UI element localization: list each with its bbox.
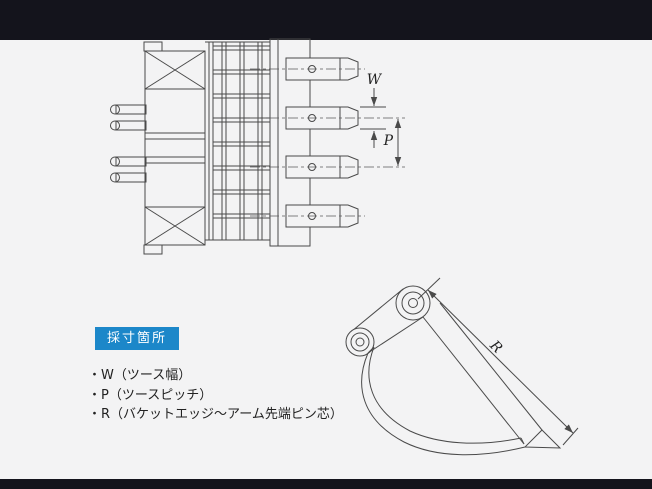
dimension-w-label: W	[367, 72, 383, 88]
bucket-teeth	[285, 57, 359, 228]
bucket-side-plate	[143, 41, 206, 255]
dimension-p: P	[383, 119, 402, 166]
legend-item-r: ・R（バケットエッジ～アーム先端ピン芯）	[88, 407, 343, 422]
legend-list: ・W（ツース幅） ・P（ツースピッチ） ・R（バケットエッジ～アーム先端ピン芯）	[88, 366, 343, 425]
bucket-top-view-drawing: W P	[110, 38, 405, 255]
measurement-points-label: 採寸箇所	[95, 327, 180, 350]
dimension-w: W	[360, 72, 386, 148]
skeleton-grid	[205, 41, 270, 241]
bottom-bar	[0, 479, 652, 489]
mounting-pins	[110, 104, 147, 183]
bucket-tooth-tip	[523, 429, 562, 449]
dimension-r-label: R	[486, 337, 506, 357]
legend-item-p: ・P（ツースピッチ）	[88, 387, 213, 403]
bucket-side-view-drawing: R	[345, 277, 579, 456]
tooth-centerlines	[250, 68, 405, 217]
cutting-edge-plate	[269, 38, 311, 247]
dimension-p-label: P	[383, 133, 394, 149]
arm-pin-bosses	[345, 285, 431, 357]
legend-item-w: ・W（ツース幅）	[88, 368, 192, 383]
top-bar	[0, 0, 652, 40]
dimension-r: R	[417, 277, 579, 446]
bucket-body	[361, 302, 562, 456]
